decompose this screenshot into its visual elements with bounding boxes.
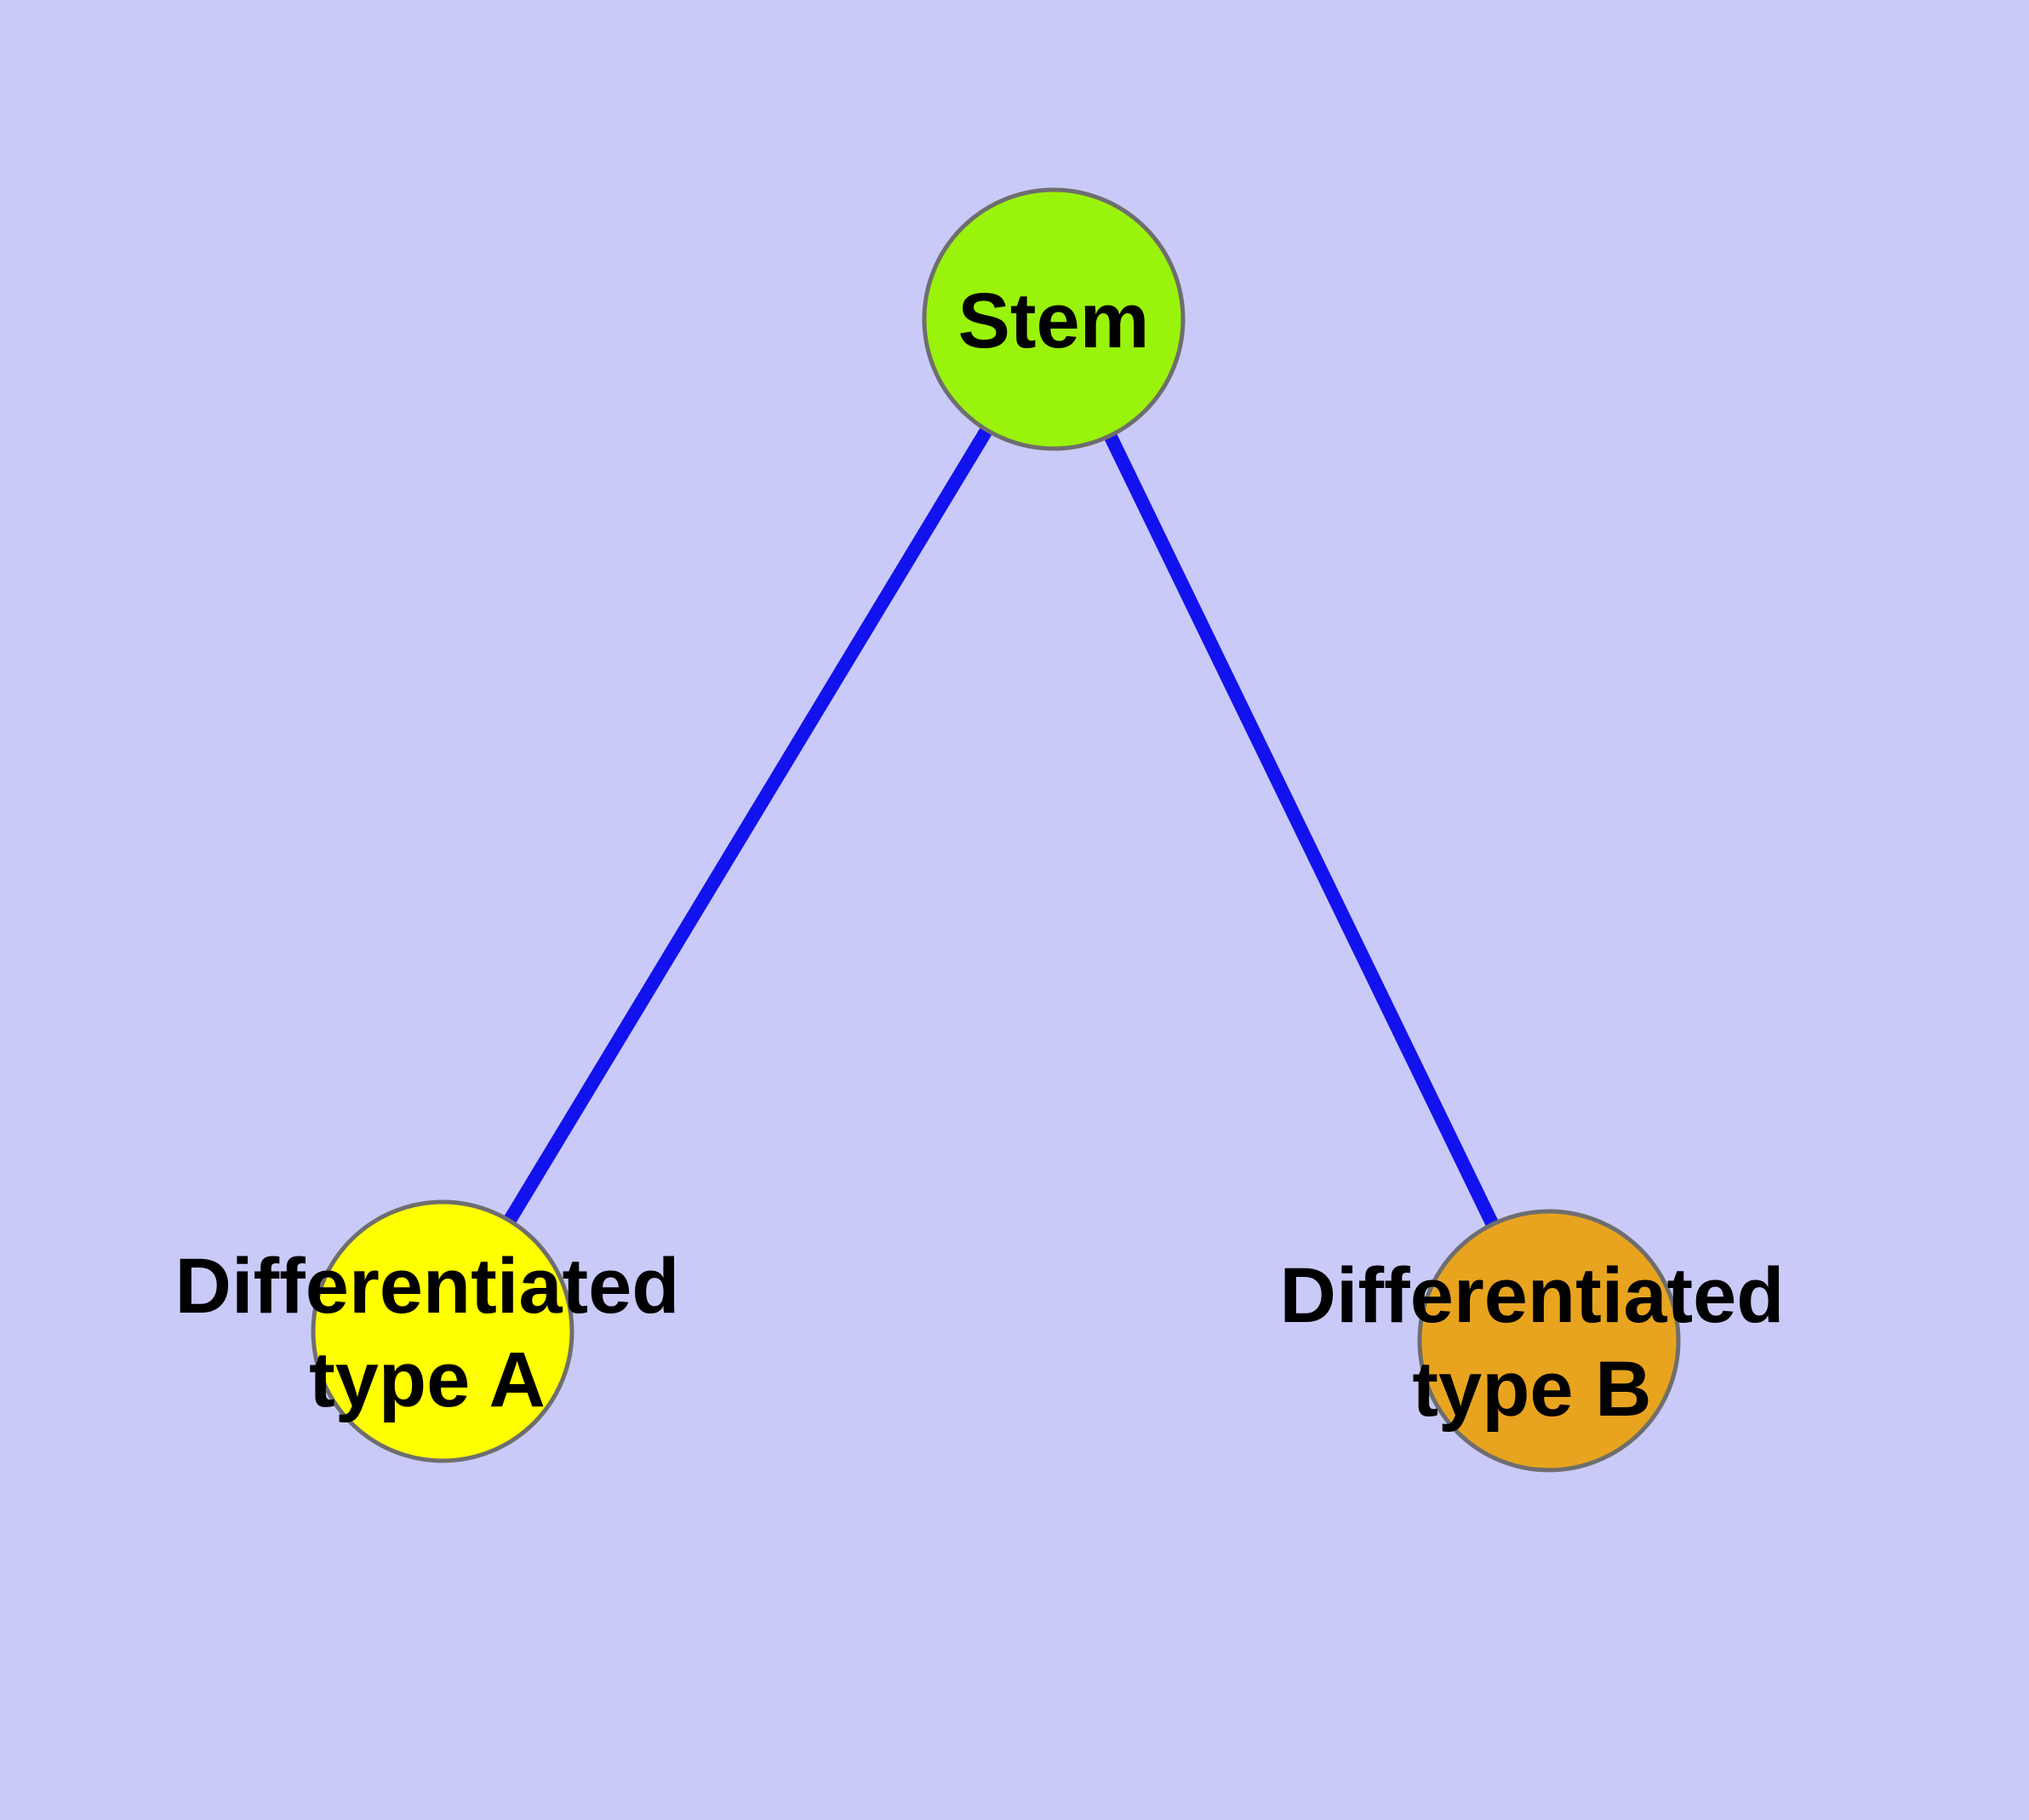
node-stem-label: Stem (958, 278, 1150, 364)
node-type-b-label-line2: type B (1412, 1346, 1651, 1433)
edge-stem-to-type-b (1047, 316, 1556, 1344)
node-stem-circle (922, 187, 1186, 451)
node-type-b-label-line1: Differentiated (1280, 1252, 1785, 1339)
node-differentiated-type-b: Differentiated type B (1280, 1209, 1785, 1473)
node-differentiated-type-a: Differentiated type A (175, 1199, 680, 1463)
node-type-a-label-line2: type A (309, 1336, 546, 1423)
node-type-a-circle (311, 1199, 574, 1463)
node-stem: Stem (922, 187, 1186, 451)
node-type-b-circle (1417, 1209, 1681, 1473)
edge-stem-to-type-a (437, 315, 1060, 1336)
node-type-a-label-line1: Differentiated (175, 1243, 680, 1330)
edges (437, 315, 1556, 1344)
